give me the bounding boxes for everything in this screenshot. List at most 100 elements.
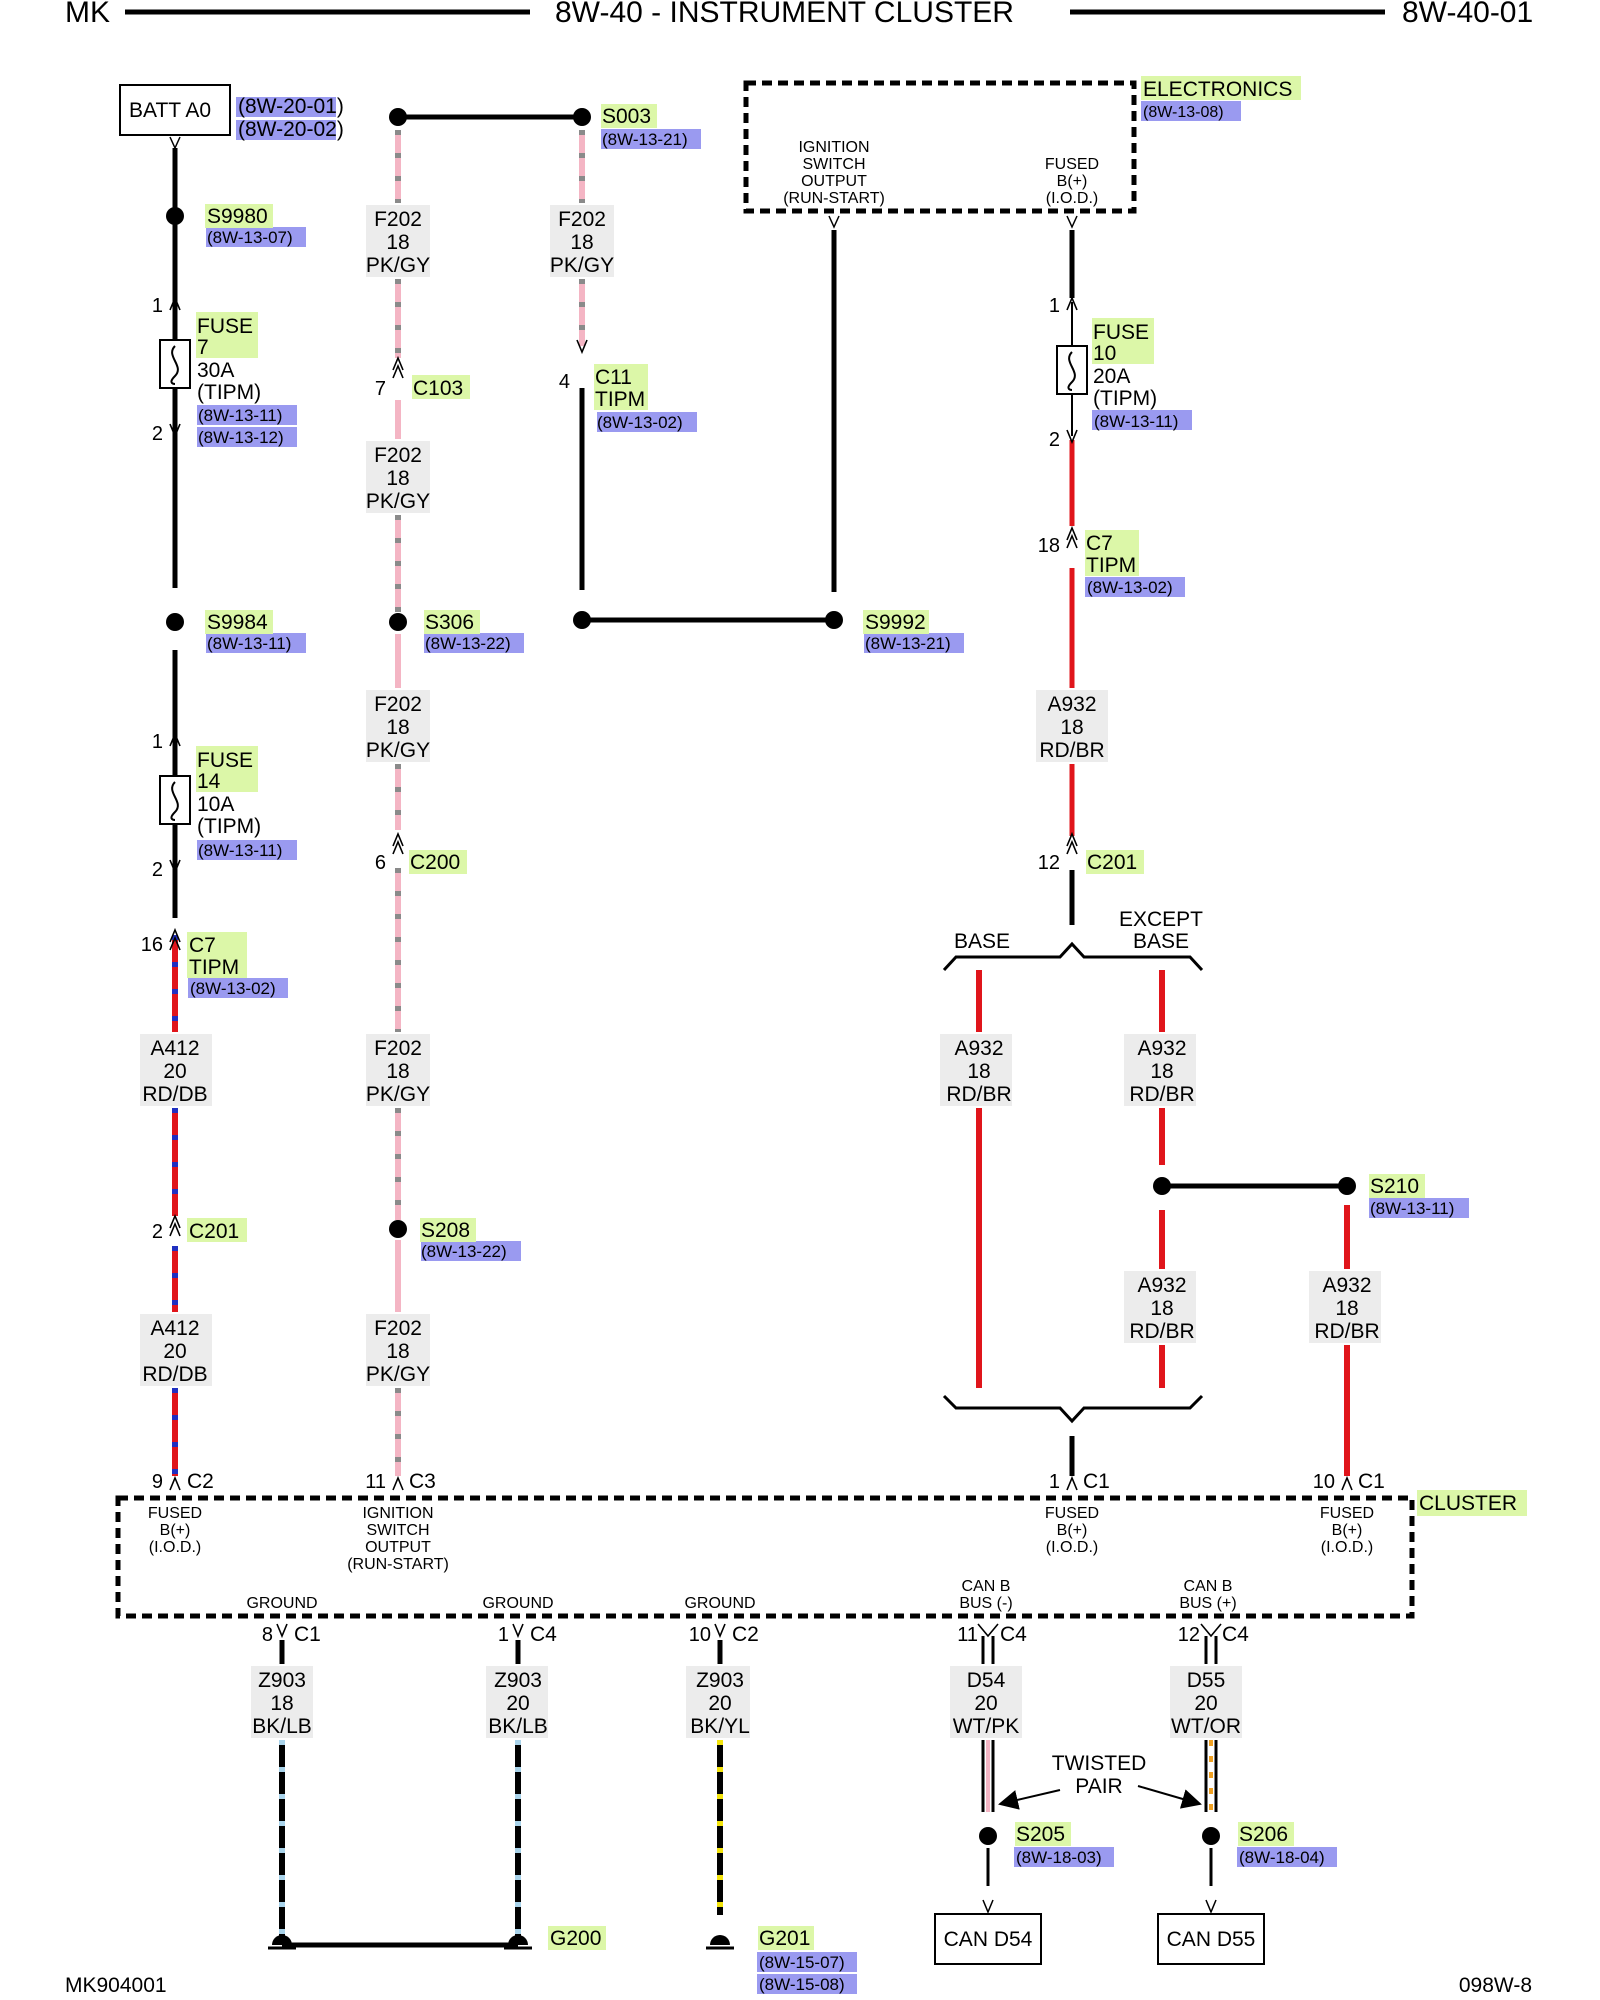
g201-ref-2: (8W-15-08) [759,1975,845,1994]
svg-text:D54: D54 [967,1669,1006,1692]
svg-text:BUS (-): BUS (-) [959,1595,1012,1612]
svg-text:B(+): B(+) [1057,1522,1088,1539]
c4c-label: C4 [1222,1623,1249,1646]
s205-label: S205 [1016,1823,1065,1846]
fuse7-location: (TIPM) [197,381,261,404]
g201-ref-1: (8W-15-07) [759,1953,845,1972]
c4a-label: C4 [530,1623,557,1646]
svg-text:B(+): B(+) [160,1522,191,1539]
svg-text:20: 20 [974,1692,997,1715]
s9992-label: S9992 [865,611,926,634]
svg-text:A932: A932 [1322,1274,1371,1297]
svg-text:A412: A412 [150,1317,199,1340]
svg-text:GROUND: GROUND [482,1595,553,1612]
pin-number: 12 [1178,1624,1200,1646]
svg-text:Z903: Z903 [258,1669,306,1692]
c4b-label: C4 [1000,1623,1027,1646]
s9984-label: S9984 [207,611,268,634]
svg-text:OUTPUT: OUTPUT [365,1539,431,1556]
pin-number: 16 [141,934,163,956]
svg-text:18: 18 [386,231,409,254]
c1b-label: C1 [1358,1470,1385,1493]
svg-text:CAN B: CAN B [962,1578,1011,1595]
can-d54-label: CAN D54 [944,1928,1033,1951]
fuse7-label: FUSE [197,315,253,338]
fuse14-location: (TIPM) [197,815,261,838]
fuse7-ref-2: (8W-13-12) [198,428,284,447]
fuse7-rating: 30A [197,359,234,382]
pin-number: 8 [262,1624,273,1646]
svg-text:20: 20 [163,1340,186,1363]
fuse10-rating: 20A [1093,365,1130,388]
svg-text:F202: F202 [374,1317,422,1340]
s9984-ref: (8W-13-11) [207,634,291,653]
page-title: 8W-40 - INSTRUMENT CLUSTER [555,0,1014,29]
option-braces [942,941,1204,1424]
g201-label: G201 [759,1927,810,1950]
footer-left: MK904001 [65,1974,167,1997]
label-highlights [140,76,1527,1994]
s206-label: S206 [1239,1823,1288,1846]
svg-text:A412: A412 [150,1037,199,1060]
cluster-box [115,1495,1415,1619]
option-except-label: EXCEPT [1119,908,1203,931]
c3-label: C3 [409,1470,436,1493]
svg-text:18: 18 [1150,1060,1173,1083]
svg-text:RD/BR: RD/BR [1314,1320,1379,1343]
s003-label: S003 [602,105,651,128]
c11-label: C11 [595,366,632,389]
pin-number: 10 [689,1624,711,1646]
footer-right: 098W-8 [1459,1974,1532,1997]
twisted-pair-label-1: TWISTED [1052,1752,1147,1775]
g200-label: G200 [550,1927,601,1950]
svg-text:RD/BR: RD/BR [1129,1320,1194,1343]
fuse-links [170,345,1076,821]
svg-text:GROUND: GROUND [684,1595,755,1612]
s205-ref: (8W-18-03) [1016,1848,1102,1867]
svg-text:18: 18 [570,231,593,254]
svg-text:(I.O.D.): (I.O.D.) [149,1539,201,1556]
pin-number: 2 [152,859,163,881]
svg-text:PK/GY: PK/GY [550,254,614,277]
fuse10-location: (TIPM) [1093,387,1157,410]
svg-text:BK/LB: BK/LB [252,1715,312,1738]
svg-text:(I.O.D.): (I.O.D.) [1046,1539,1098,1556]
c11-ref: (8W-13-02) [597,413,683,432]
svg-text:18: 18 [1150,1297,1173,1320]
fuse14-label: FUSE [197,749,253,772]
svg-text:18: 18 [967,1060,990,1083]
svg-text:BK/YL: BK/YL [690,1715,750,1738]
s003-ref: (8W-13-21) [602,130,688,149]
pin-number: 1 [1049,1471,1060,1493]
svg-text:F202: F202 [558,208,606,231]
fuse10-number: 10 [1093,342,1116,365]
pin-number: 11 [957,1624,978,1646]
option-except-base-label: BASE [1133,930,1189,953]
svg-text:PK/GY: PK/GY [366,1363,430,1386]
can-d55-box [1157,1913,1265,1965]
batt-box [119,84,231,136]
svg-text:PK/GY: PK/GY [366,1083,430,1106]
twisted-pair-label-2: PAIR [1075,1775,1122,1798]
s9980-label: S9980 [207,205,268,228]
pin-number: 7 [375,378,386,400]
s306-ref: (8W-13-22) [425,634,511,653]
svg-text:20: 20 [708,1692,731,1715]
c103-label: C103 [413,377,463,400]
electronics-ign-line3: OUTPUT [801,173,867,190]
svg-text:SWITCH: SWITCH [366,1522,429,1539]
c1a-label: C1 [1083,1470,1110,1493]
svg-text:PK/GY: PK/GY [366,490,430,513]
ground-symbols [268,1935,734,1950]
pin-number: 6 [375,852,386,874]
twisted-pair-arrow-right [1137,1785,1202,1809]
pin-number: 12 [1038,852,1060,874]
svg-text:F202: F202 [374,1037,422,1060]
